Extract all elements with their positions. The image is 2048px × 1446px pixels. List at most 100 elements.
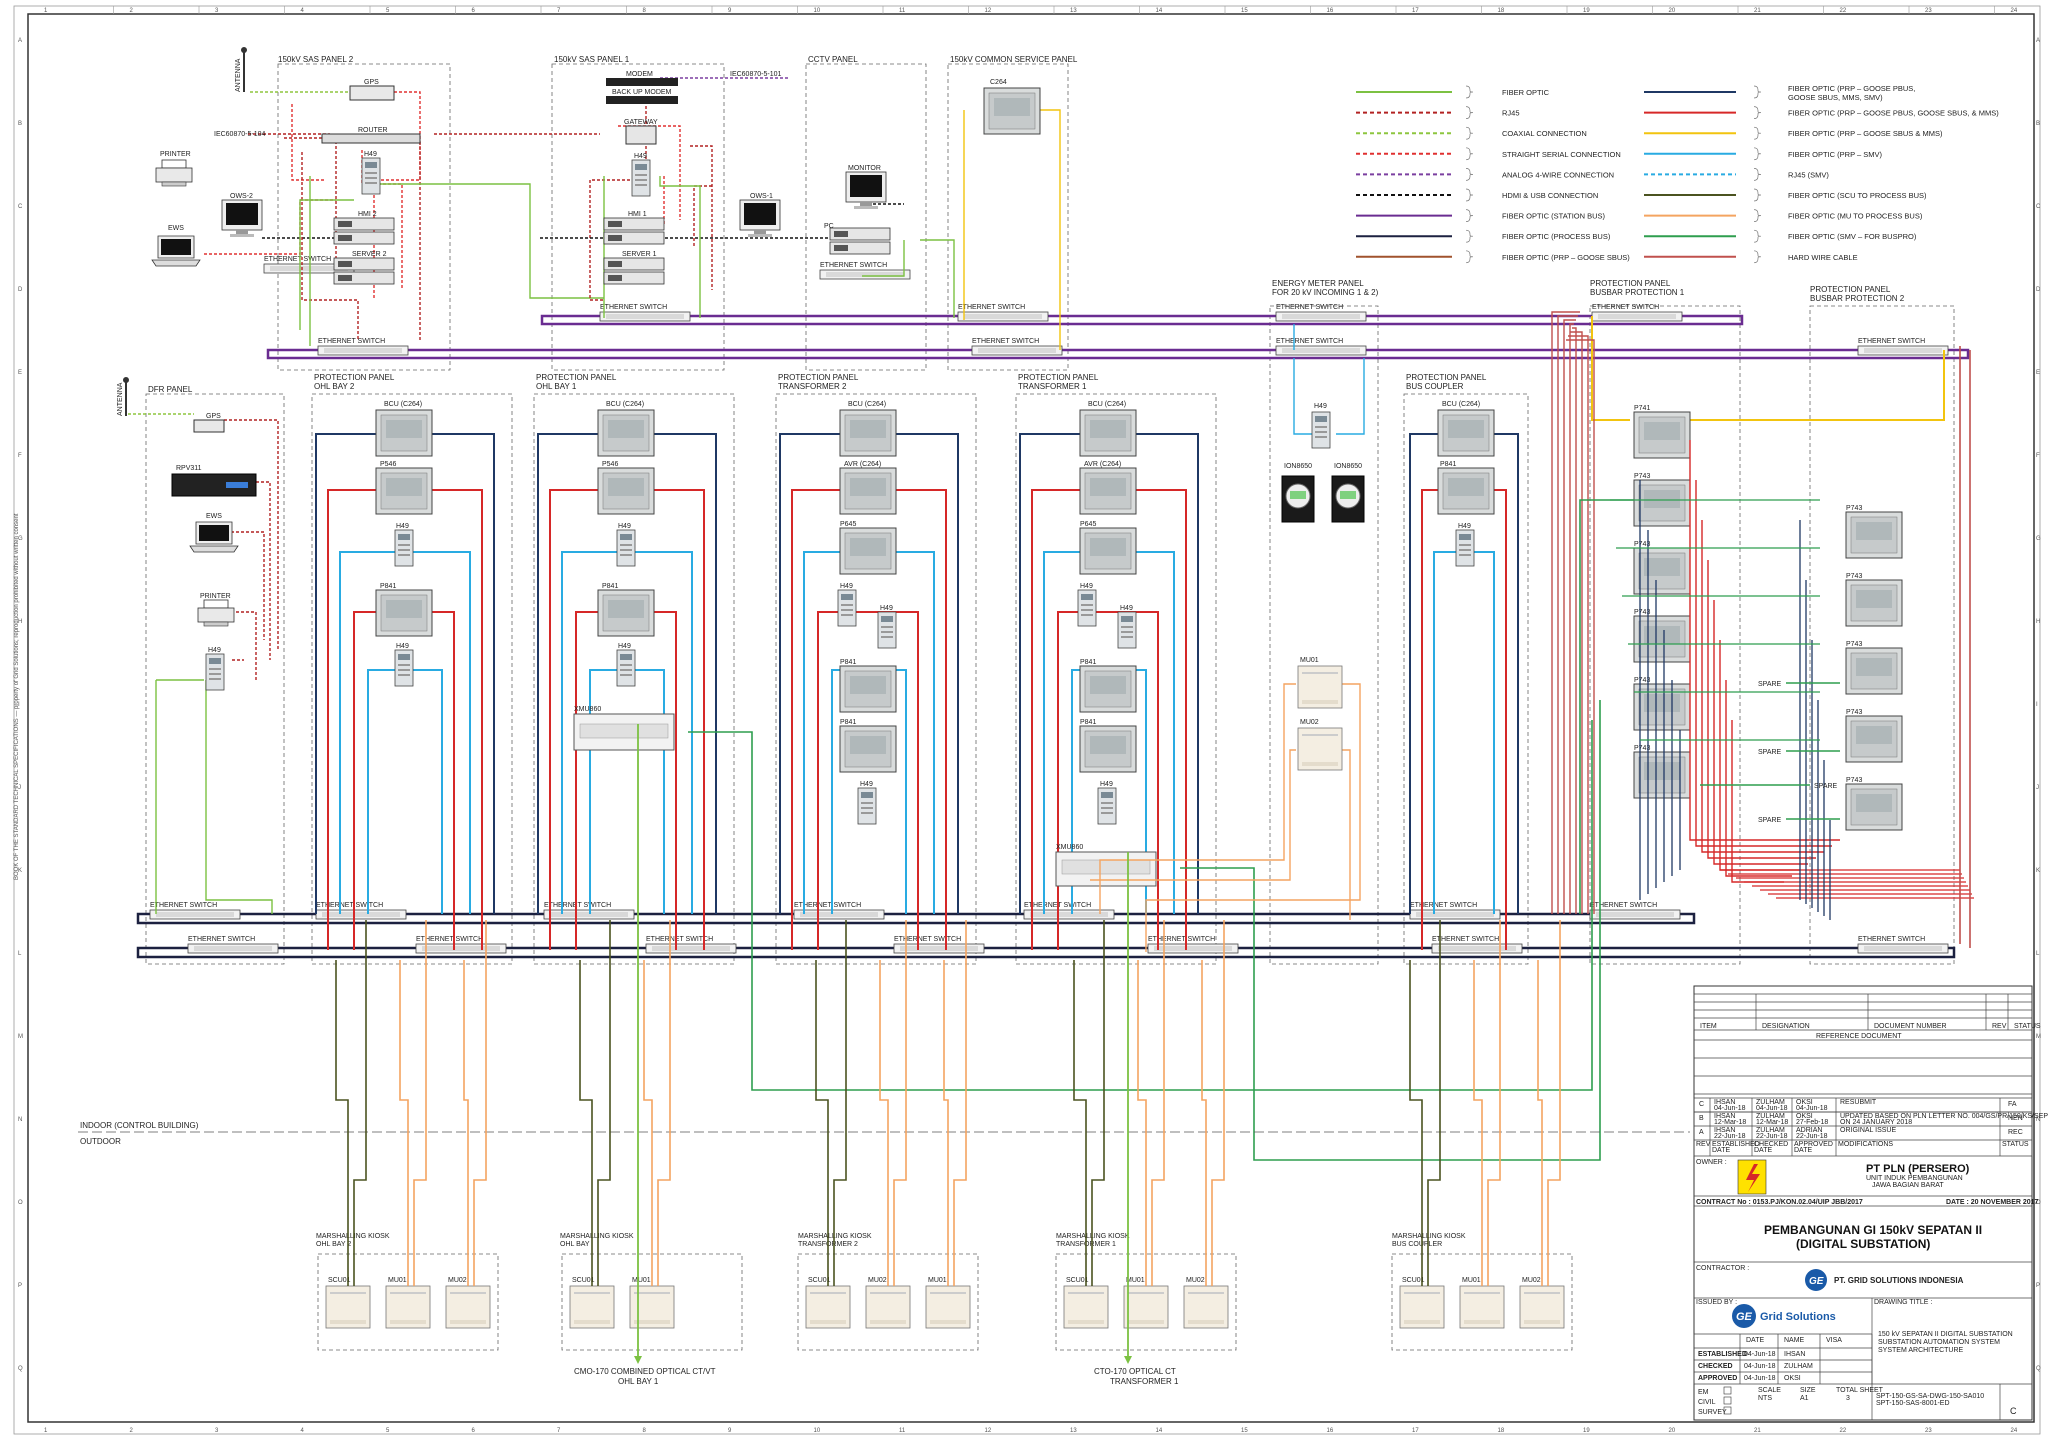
bcu-label: BCU (C264) — [848, 401, 886, 408]
server1: SERVER 1 — [603, 251, 665, 285]
h49-label: H49 — [840, 583, 853, 590]
grid-col-bottom-8: 8 — [643, 1428, 647, 1434]
grid-row-right-I: I — [2036, 702, 2038, 708]
grid-col-bottom-23: 23 — [1925, 1428, 1932, 1434]
p743 — [1845, 647, 1903, 695]
p841 — [1079, 665, 1137, 713]
grid-col-19: 19 — [1583, 8, 1590, 14]
indoor-label: INDOOR (CONTROL BUILDING) — [80, 1121, 199, 1130]
svg-text:GE: GE — [1736, 1311, 1753, 1323]
energy-meter-wiring — [1090, 324, 1365, 952]
svg-text:GE: GE — [1809, 1276, 1824, 1287]
cto-170-label: CTO-170 OPTICAL CT — [1094, 1367, 1176, 1376]
legend-label: RJ45 (SMV) — [1788, 170, 1829, 179]
mu01-label: MU01 — [1462, 1277, 1481, 1284]
h49-dfr: H49 — [205, 647, 225, 691]
legend-label: FIBER OPTIC — [1502, 88, 1550, 97]
legend-label: FIBER OPTIC (PRP – GOOSE SBUS & MMS) — [1788, 129, 1943, 138]
legend-label: FIBER OPTIC (MU TO PROCESS BUS) — [1788, 212, 1923, 221]
mu01-label: MU01 — [928, 1277, 947, 1284]
legend-label: FIBER OPTIC (SMV – FOR BUSPRO) — [1788, 232, 1917, 241]
cto-170-sub: TRANSFORMER 1 — [1110, 1377, 1179, 1386]
grid-col-bottom-20: 20 — [1669, 1428, 1676, 1434]
grid-row-I: I — [18, 702, 20, 708]
p841-label: P841 — [1080, 719, 1096, 726]
grid-row-N: N — [18, 1117, 22, 1123]
avr-label: AVR (C264) — [1084, 461, 1121, 468]
grid-col-17: 17 — [1412, 8, 1419, 14]
mu01 — [1459, 1285, 1505, 1329]
h49-label: H49 — [1120, 605, 1133, 612]
mu02-energy: MU02 — [1297, 719, 1343, 771]
grid-col-bottom-9: 9 — [728, 1428, 732, 1434]
bcu-label: BCU (C264) — [384, 401, 422, 408]
gps-top: GPS — [349, 79, 395, 101]
p741-label: P741 — [1634, 405, 1650, 412]
grid-col-bottom-21: 21 — [1754, 1428, 1761, 1434]
grid-col-bottom-13: 13 — [1070, 1428, 1077, 1434]
scu-label: SCU01 — [1402, 1277, 1425, 1284]
grid-row-right-H: H — [2036, 619, 2040, 625]
scu01 — [1063, 1285, 1109, 1329]
p743-label: P743 — [1846, 505, 1862, 512]
ethernet-switch-label: ETHERNET SWITCH — [1858, 338, 1925, 345]
p743-label: P743 — [1846, 573, 1862, 580]
ion8650-2: ION8650 — [1331, 463, 1365, 523]
h49 — [837, 589, 857, 627]
sign-date: 04-Jun-18 — [1744, 1375, 1776, 1382]
p841 — [597, 589, 655, 637]
grid-col-6: 6 — [472, 8, 476, 14]
ethernet-switch-label: ETHERNET SWITCH — [264, 256, 331, 263]
grid-col-18: 18 — [1498, 8, 1505, 14]
discipline: CIVIL — [1698, 1399, 1716, 1406]
modem: MODEM — [606, 71, 678, 86]
scale-label: SCALE — [1758, 1387, 1781, 1394]
grid-col-3: 3 — [215, 8, 219, 14]
legend-label: COAXIAL CONNECTION — [1502, 129, 1587, 138]
grid-row-right-M: M — [2036, 1034, 2041, 1040]
p743-label: P743 — [1846, 777, 1862, 784]
ews-top: EWS — [151, 225, 201, 267]
sign-role: ESTABLISHED — [1698, 1351, 1747, 1358]
p645-label: P645 — [1080, 521, 1096, 528]
owner-label: OWNER : — [1696, 1159, 1727, 1166]
size-value: A1 — [1800, 1395, 1809, 1402]
p743 — [1845, 579, 1903, 627]
size-label: SIZE — [1800, 1387, 1816, 1394]
drawing-title-label: DRAWING TITLE : — [1874, 1299, 1932, 1306]
spare-label: SPARE — [1814, 783, 1838, 790]
p743-label: P743 — [1634, 473, 1650, 480]
panel-common-title: 150kV COMMON SERVICE PANEL — [950, 55, 1078, 64]
legend-label: FIBER OPTIC (PROCESS BUS) — [1502, 232, 1611, 241]
project-subtitle: (DIGITAL SUBSTATION) — [1796, 1237, 1930, 1251]
grid-col-bottom-11: 11 — [899, 1428, 906, 1434]
grid-col-7: 7 — [557, 8, 561, 14]
ethernet-switch-label: ETHERNET SWITCH — [600, 304, 667, 311]
grid-row-right-L: L — [2036, 951, 2040, 957]
ethernet-switch-label: ETHERNET SWITCH — [646, 936, 713, 943]
mu02 — [1183, 1285, 1229, 1329]
scu01 — [325, 1285, 371, 1329]
panel-dfr-title: DFR PANEL — [148, 385, 193, 394]
grid-row-right-E: E — [2036, 370, 2040, 376]
scu01 — [1399, 1285, 1445, 1329]
bcu-label: BCU (C264) — [606, 401, 644, 408]
drawing-border — [13, 5, 2041, 1435]
ge-logo — [1805, 1269, 1827, 1291]
h49-label: H49 — [396, 523, 409, 530]
h49-sas2: H49 — [361, 151, 381, 195]
bcu-c264 — [1079, 409, 1137, 457]
